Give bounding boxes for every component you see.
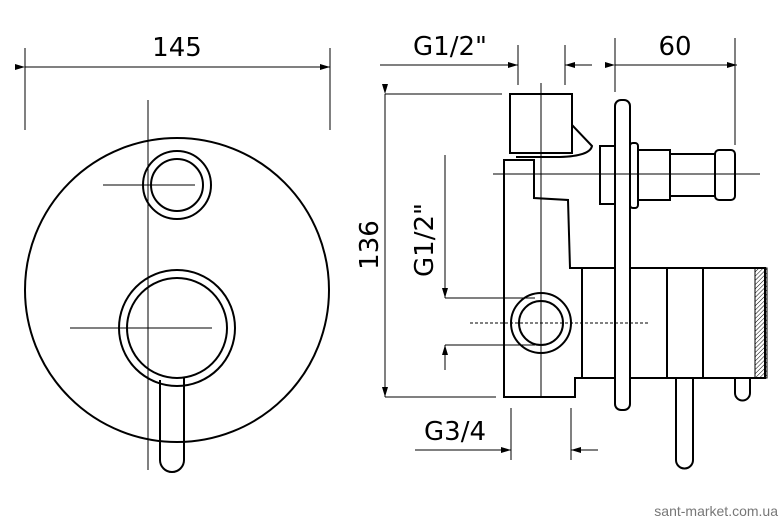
valve-body xyxy=(503,159,583,398)
handle-knurl xyxy=(754,267,768,379)
wall-plate xyxy=(614,99,631,411)
dimension-g12-side: G1/2" xyxy=(410,203,440,277)
lever xyxy=(675,378,694,470)
handle-body xyxy=(629,267,766,379)
dimension-60: 60 xyxy=(658,32,691,62)
dimension-g12-top: G1/2" xyxy=(413,32,487,62)
dimension-136: 136 xyxy=(355,220,385,270)
watermark: sant-market.com.ua xyxy=(654,503,778,519)
lever-stub xyxy=(734,378,751,402)
dimension-g34: G3/4 xyxy=(424,417,486,447)
dimension-145: 145 xyxy=(152,33,202,63)
collar xyxy=(599,145,616,205)
front-view xyxy=(15,48,331,473)
stem xyxy=(637,149,671,201)
bush xyxy=(629,142,639,209)
stem-shaft xyxy=(669,153,716,197)
side-view xyxy=(380,38,768,470)
cover-plate xyxy=(24,137,330,443)
lever xyxy=(159,378,185,473)
stem-tip xyxy=(714,149,736,201)
inlet-fillet xyxy=(516,124,594,158)
